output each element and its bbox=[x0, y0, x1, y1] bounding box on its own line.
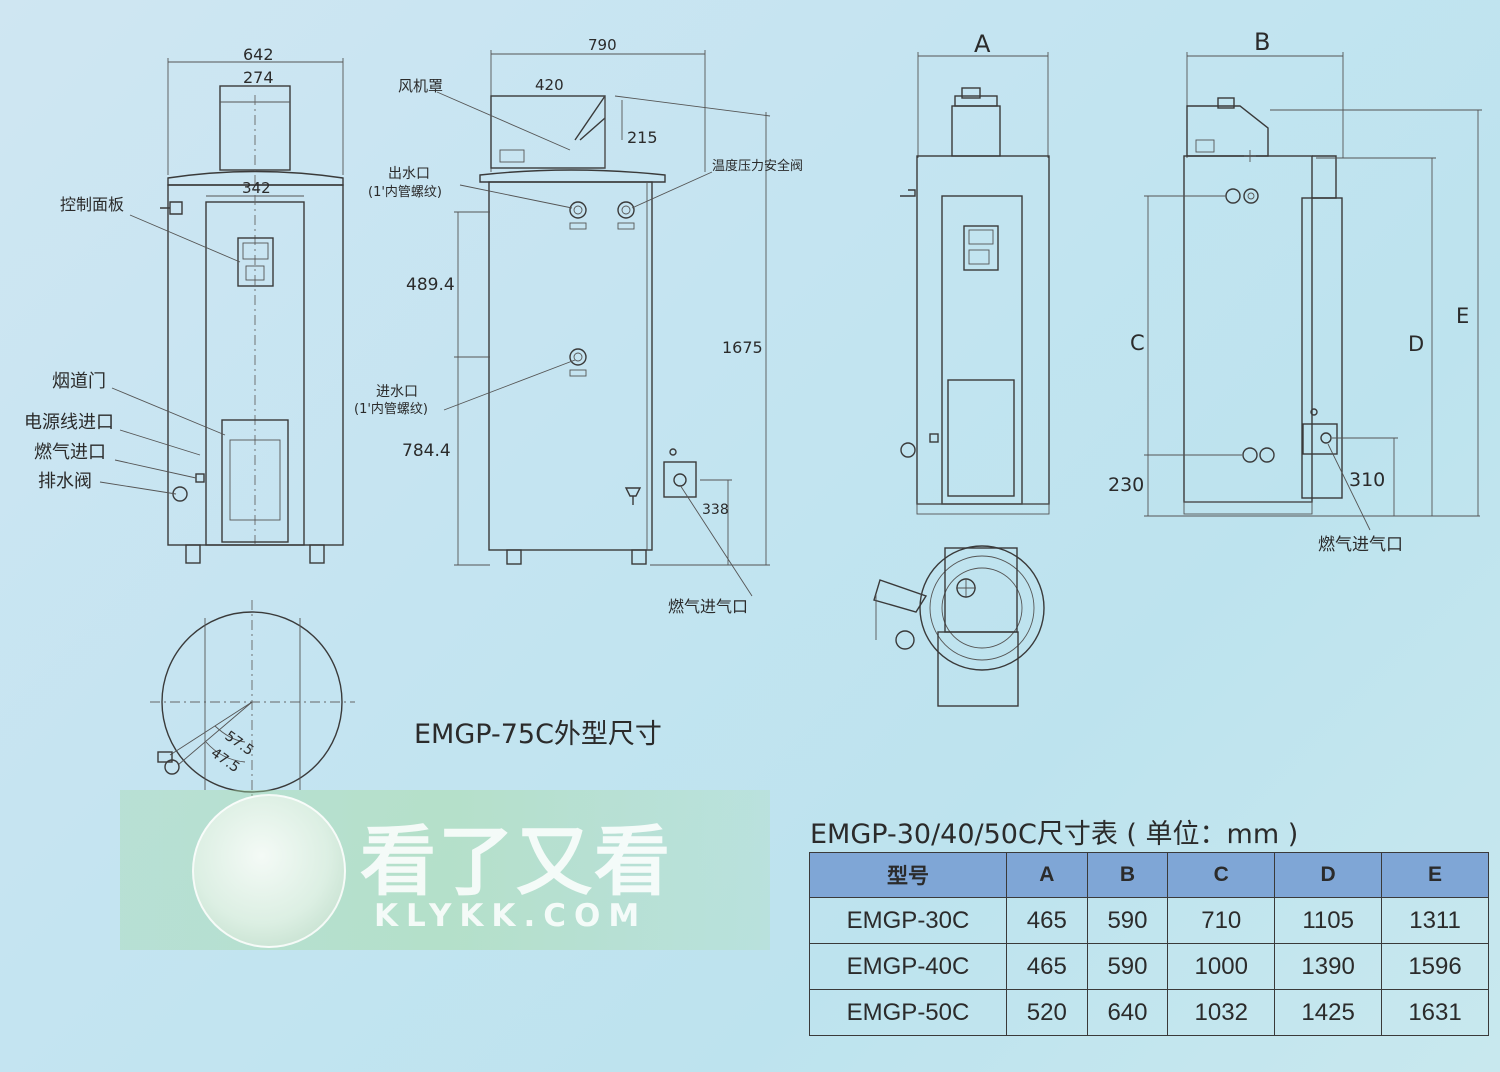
dimension-table: 型号 A B C D E EMGP-30C 465 590 710 1105 1… bbox=[809, 852, 1489, 1036]
dim-d: D bbox=[1408, 332, 1424, 356]
dim-215: 215 bbox=[627, 128, 658, 147]
cell-a: 465 bbox=[1006, 943, 1088, 990]
cell-a: 465 bbox=[1006, 897, 1088, 944]
cell-e: 1596 bbox=[1381, 943, 1489, 990]
dim-310: 310 bbox=[1349, 469, 1385, 491]
table-row: EMGP-30C 465 590 710 1105 1311 bbox=[809, 897, 1489, 944]
label-gas-inlet: 燃气进口 bbox=[34, 442, 106, 463]
dim-642: 642 bbox=[243, 45, 274, 64]
watermark: 看了又看 KLYKK.COM bbox=[120, 790, 770, 950]
col-e: E bbox=[1381, 852, 1489, 898]
cell-c: 710 bbox=[1167, 897, 1276, 944]
cell-model: EMGP-50C bbox=[809, 989, 1007, 1036]
dim-e: E bbox=[1456, 304, 1469, 328]
label-outlet-spec: (1'内管螺纹) bbox=[368, 184, 442, 200]
caption-emgp-75c: EMGP-75C外型尺寸 bbox=[414, 719, 662, 750]
cell-d: 1390 bbox=[1274, 943, 1383, 990]
side-view-75c: 790 420 215 风机罩 出水口 (1'内管螺纹) 温度压力安全阀 489… bbox=[354, 36, 803, 616]
label-gas-intake: 燃气进气口 bbox=[668, 597, 748, 616]
cell-e: 1311 bbox=[1381, 897, 1489, 944]
col-c: C bbox=[1167, 852, 1276, 898]
cell-e: 1631 bbox=[1381, 989, 1489, 1036]
label-flue-door: 烟道门 bbox=[52, 371, 106, 392]
dim-790: 790 bbox=[588, 36, 617, 54]
cell-d: 1105 bbox=[1274, 897, 1383, 944]
cell-model: EMGP-30C bbox=[809, 897, 1007, 944]
table-row: EMGP-50C 520 640 1032 1425 1631 bbox=[809, 989, 1489, 1036]
label-fan-cover: 风机罩 bbox=[398, 77, 443, 95]
top-view-75c: 57.5 47.5 bbox=[150, 600, 355, 800]
view-b-label: B bbox=[1254, 28, 1270, 56]
col-b: B bbox=[1086, 852, 1169, 898]
table-header-row: 型号 A B C D E bbox=[809, 852, 1489, 898]
dim-338: 338 bbox=[702, 502, 729, 518]
dim-489-4: 489.4 bbox=[406, 275, 455, 295]
cell-c: 1032 bbox=[1167, 989, 1276, 1036]
dim-c: C bbox=[1130, 331, 1145, 355]
cell-b: 590 bbox=[1086, 897, 1169, 944]
label-tp-valve: 温度压力安全阀 bbox=[712, 158, 803, 174]
view-b: B C D E 230 310 燃气进气口 bbox=[1108, 28, 1482, 555]
label-inlet-spec: (1'内管螺纹) bbox=[354, 401, 428, 417]
table-title: EMGP-30/40/50C尺寸表 ( 单位：mm ) bbox=[810, 819, 1299, 850]
col-d: D bbox=[1274, 852, 1383, 898]
label-outlet: 出水口 bbox=[388, 166, 430, 182]
cell-b: 590 bbox=[1086, 943, 1169, 990]
cell-b: 640 bbox=[1086, 989, 1169, 1036]
view-a-label: A bbox=[974, 30, 991, 58]
watermark-logo-icon bbox=[192, 794, 346, 948]
label-inlet: 进水口 bbox=[376, 384, 418, 400]
col-a: A bbox=[1006, 852, 1088, 898]
dim-342: 342 bbox=[242, 179, 271, 197]
view-a: A bbox=[873, 30, 1050, 707]
label-control-panel: 控制面板 bbox=[60, 195, 124, 214]
label-power-inlet: 电源线进口 bbox=[24, 412, 114, 433]
watermark-en: KLYKK.COM bbox=[374, 898, 648, 934]
cell-model: EMGP-40C bbox=[809, 943, 1007, 990]
dim-230: 230 bbox=[1108, 474, 1144, 496]
dim-420: 420 bbox=[535, 76, 564, 94]
table-row: EMGP-40C 465 590 1000 1390 1596 bbox=[809, 943, 1489, 990]
label-gas-intake-b: 燃气进气口 bbox=[1318, 535, 1403, 555]
dim-784-4: 784.4 bbox=[402, 441, 451, 461]
label-drain-valve: 排水阀 bbox=[38, 471, 92, 492]
cell-c: 1000 bbox=[1167, 943, 1276, 990]
cell-a: 520 bbox=[1006, 989, 1088, 1036]
dim-1675: 1675 bbox=[722, 338, 763, 357]
front-view-75c: 642 274 342 控制面板 烟道门 电源线进口 燃气进口 排水阀 bbox=[24, 45, 344, 564]
col-model: 型号 bbox=[809, 852, 1007, 898]
watermark-cn: 看了又看 bbox=[360, 817, 672, 906]
dim-274: 274 bbox=[243, 68, 274, 87]
cell-d: 1425 bbox=[1274, 989, 1383, 1036]
